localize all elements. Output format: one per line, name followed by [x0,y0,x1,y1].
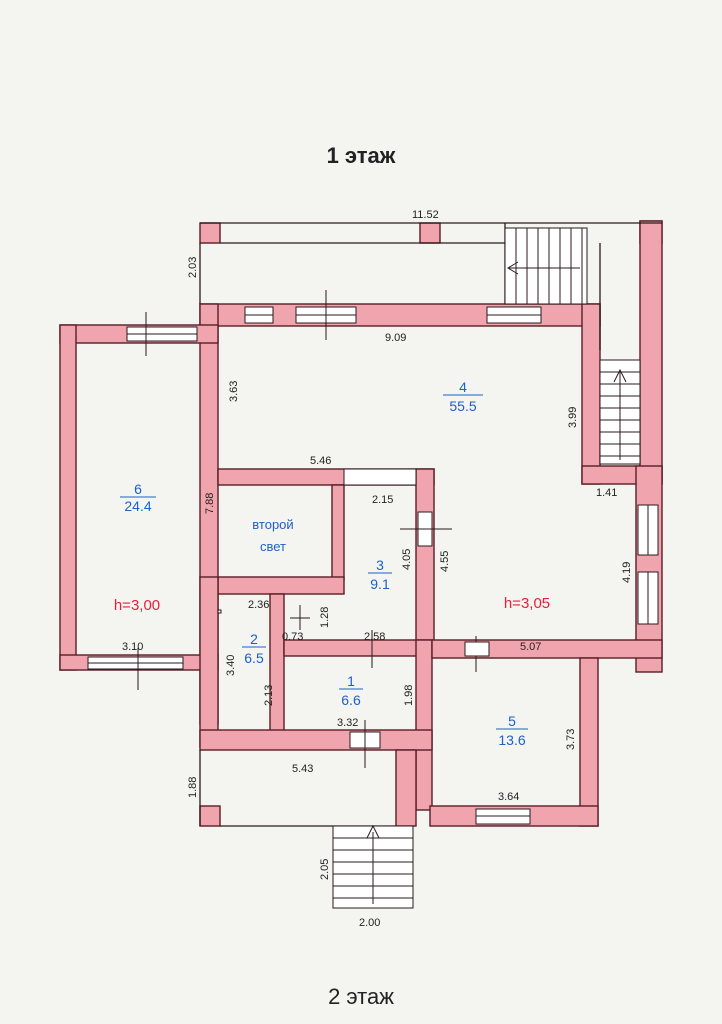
wall-room6-left [59,324,77,671]
wall-room2-right [269,593,285,735]
second-light-label: свет [260,539,286,554]
room-5-area: 13.6 [498,732,525,748]
room-1-area: 6.6 [341,692,361,708]
wall-room1-top [283,639,433,657]
floor-2-title: 2 этаж [328,984,394,1009]
wall-hall-right [581,303,601,485]
dim-hall-width: 9.09 [385,332,406,344]
room-4-area: 55.5 [449,398,476,414]
wall-room3-left [331,484,345,581]
dim-top-partition: 5.46 [310,455,331,467]
wall-post [419,222,441,244]
dim-small-b: 1.28 [319,607,331,628]
room-3-area: 9.1 [370,576,390,592]
dim-terrace-depth: 2.03 [187,257,199,278]
dim-right-wall: 4.19 [621,562,633,583]
dim-hall-right: 3.99 [567,407,579,428]
wall-post [199,805,221,827]
room-6-area: 24.4 [124,498,151,514]
wall-post [199,222,221,244]
dim-porch-depth: 1.88 [187,777,199,798]
dim-room5-height: 3.73 [565,729,577,750]
wall-porch-right [395,749,417,827]
dim-room5-top: 5.07 [520,641,541,653]
dim-small-a: 0.73 [282,631,303,643]
room-labels: 6 24.4 4 55.5 3 9.1 2 6.5 1 6.6 5 13.6 в… [114,379,550,748]
floor-1-title: 1 этаж [326,143,396,168]
dim-room1-top: 2.58 [364,631,385,643]
dim-corridor-right: 4.55 [439,551,451,572]
dim-room2-top: 2.36 [248,599,269,611]
room-2-area: 6.5 [244,650,264,666]
dim-stairs-depth: 2.05 [319,859,331,880]
room-3-number: 3 [376,557,384,573]
terrace-outline [199,222,662,827]
dim-ledge: 1.41 [596,487,617,499]
dim-top-width: 11.52 [412,209,439,221]
dim-room1-height: 1.98 [403,685,415,706]
wall-second-light-bottom [217,576,345,595]
wall-corridor [415,468,435,656]
dim-room2-height: 3.40 [225,655,237,676]
stairs-bottom [332,824,414,909]
room-5-number: 5 [508,713,516,729]
wall-outer-right [639,220,663,485]
wall-room1-right [415,639,433,811]
dim-room5-bottom: 3.64 [498,791,519,803]
room-4-number: 4 [459,379,467,395]
wall-right-lower [635,465,663,673]
stairs-top [504,227,588,305]
dim-stairs-width: 2.00 [359,917,380,929]
ceiling-height-left: h=3,00 [114,597,160,614]
dim-room3-height: 4.05 [401,549,413,570]
room-2-number: 2 [250,631,258,647]
stairs-right [599,359,641,465]
dim-room6-width: 3.10 [122,641,143,653]
doors [137,290,490,768]
dim-hall-left: 3.63 [228,381,240,402]
wall-room5-right [579,657,599,827]
room-1-number: 1 [347,673,355,689]
dim-room6-height: 7.88 [204,493,216,514]
dim-porch-width: 5.43 [292,763,313,775]
dimensions: 11.52 2.03 9.09 3.63 3.99 7.88 3.10 5.46… [122,209,633,929]
wall-room1-bottom [199,729,433,751]
ceiling-height-right: h=3,05 [504,595,550,612]
dim-room2-inner: 2.13 [263,685,275,706]
room-6-number: 6 [134,481,142,497]
wall-left-lower [199,576,219,748]
dim-room3-top: 2.15 [372,494,393,506]
second-light-label: второй [252,517,293,532]
dim-room1-bottom: 3.32 [337,717,358,729]
